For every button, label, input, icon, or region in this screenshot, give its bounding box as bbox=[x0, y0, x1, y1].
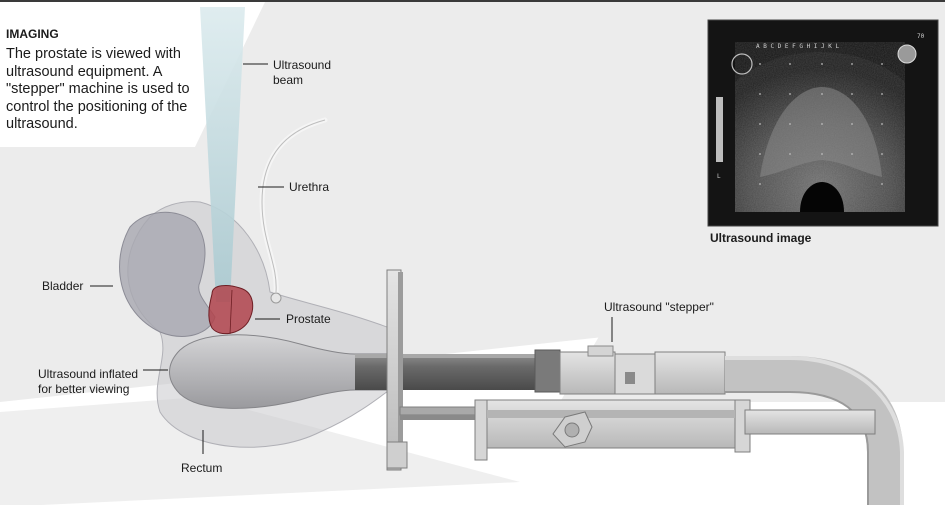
label-inflated-line-2: for better viewing bbox=[38, 382, 130, 396]
label-ultrasound-beam: Ultrasound beam bbox=[273, 58, 331, 88]
label-prostate: Prostate bbox=[286, 312, 331, 326]
label-ultrasound-beam-line-1: Ultrasound bbox=[273, 58, 332, 72]
urethra-end bbox=[270, 292, 282, 304]
ultrasound-corner-value: 70 bbox=[917, 33, 925, 40]
bladder bbox=[119, 211, 216, 337]
probe-cable bbox=[725, 356, 903, 505]
stepper-block-1 bbox=[559, 351, 616, 395]
label-inflated: Ultrasound inflated for better viewing bbox=[38, 367, 138, 397]
inflated-balloon bbox=[169, 334, 389, 409]
ultrasound-side-letter: L bbox=[717, 173, 721, 180]
ultrasound-image: A B C D E F G H I J K L 70 L bbox=[707, 19, 939, 227]
label-rectum: Rectum bbox=[181, 461, 223, 475]
rail bbox=[399, 406, 481, 416]
label-stepper: Ultrasound "stepper" bbox=[604, 300, 714, 314]
stepper-block-2 bbox=[614, 353, 656, 395]
probe-shaft bbox=[355, 354, 540, 390]
description: The prostate is viewed with ultrasound e… bbox=[6, 46, 190, 132]
label-ultrasound-beam-line-2: beam bbox=[273, 73, 304, 87]
label-inflated-line-1: Ultrasound inflated bbox=[38, 367, 139, 381]
heading: IMAGING bbox=[6, 27, 59, 41]
background-shape-lower bbox=[0, 397, 520, 505]
label-urethra: Urethra bbox=[289, 180, 330, 194]
label-bladder: Bladder bbox=[42, 279, 84, 293]
stepper-base bbox=[474, 399, 751, 449]
ultrasound-beam bbox=[200, 7, 245, 302]
ultrasound-top-scale: A B C D E F G H I J K L bbox=[756, 43, 839, 50]
ultrasound-image-caption: Ultrasound image bbox=[710, 231, 812, 245]
